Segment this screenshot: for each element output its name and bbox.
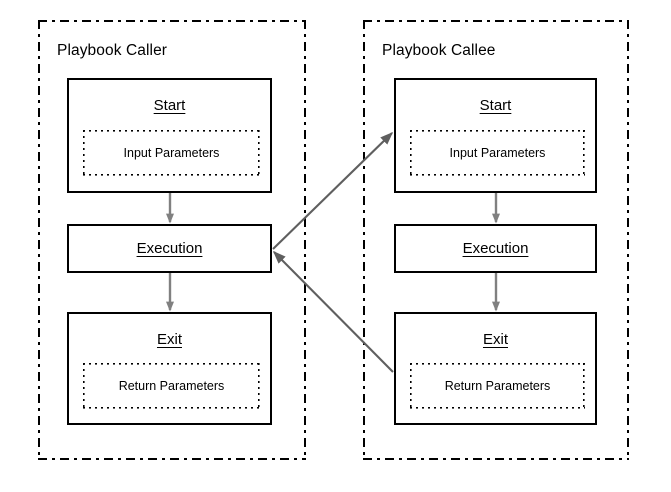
node-caller-start-title: Start: [153, 97, 186, 114]
lane-title-callee: Playbook Callee: [382, 42, 496, 59]
param-box-callee-input: Input Parameters: [410, 130, 585, 176]
node-caller-exit-title: Exit: [156, 331, 182, 348]
param-label-callee-return: Return Parameters: [444, 379, 551, 393]
node-caller-execution[interactable]: Execution: [67, 224, 272, 273]
node-caller-exit[interactable]: Exit Return Parameters: [67, 312, 272, 425]
node-callee-exit-title: Exit: [482, 331, 508, 348]
lane-title-caller: Playbook Caller: [57, 42, 168, 59]
node-callee-exit[interactable]: Exit Return Parameters: [394, 312, 597, 425]
node-callee-execution-title: Execution: [462, 240, 529, 257]
node-caller-start[interactable]: Start Input Parameters: [67, 78, 272, 193]
node-callee-start-title: Start: [479, 97, 512, 114]
node-callee-execution[interactable]: Execution: [394, 224, 597, 273]
node-caller-execution-title: Execution: [136, 240, 203, 257]
param-label-caller-return: Return Parameters: [118, 379, 225, 393]
param-label-callee-input: Input Parameters: [449, 146, 546, 160]
param-box-caller-input: Input Parameters: [83, 130, 260, 176]
param-box-callee-return: Return Parameters: [410, 363, 585, 409]
param-box-caller-return: Return Parameters: [83, 363, 260, 409]
param-label-caller-input: Input Parameters: [123, 146, 220, 160]
node-callee-start[interactable]: Start Input Parameters: [394, 78, 597, 193]
